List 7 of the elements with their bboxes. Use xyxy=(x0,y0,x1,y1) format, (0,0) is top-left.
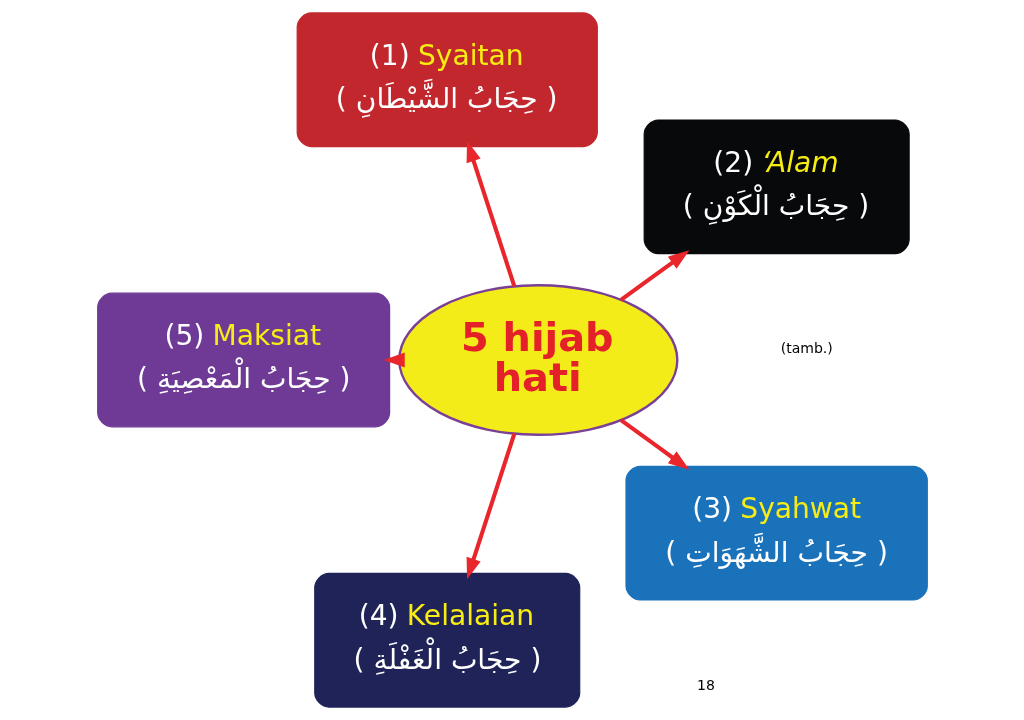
arrow xyxy=(619,418,689,470)
arrow xyxy=(619,250,689,302)
label: 18 xyxy=(696,676,715,693)
arrow xyxy=(383,352,405,368)
label: (tamb.) xyxy=(780,340,833,357)
arrow xyxy=(466,433,516,580)
arrow xyxy=(466,140,516,287)
